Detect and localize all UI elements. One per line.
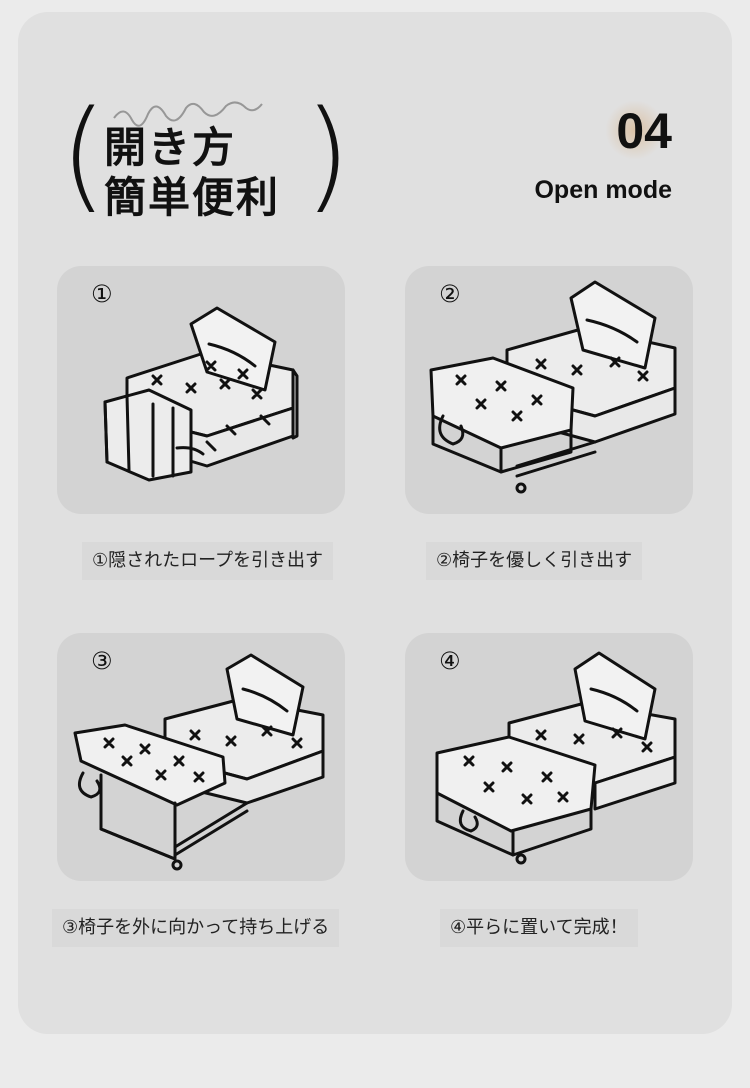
step-4-caption: ④平らに置いて完成！ xyxy=(440,909,638,947)
open-mode-subtitle: Open mode xyxy=(534,176,672,204)
right-parenthesis: ) xyxy=(304,86,351,225)
sofa-pulled-icon xyxy=(429,280,677,494)
step-1-number: ① xyxy=(91,280,113,308)
step-2-panel: ② xyxy=(405,266,693,514)
step-1-panel: ① xyxy=(57,266,345,514)
step-2-number: ② xyxy=(439,280,461,308)
sofa-bed-flat-icon xyxy=(435,651,677,865)
left-parenthesis: ( xyxy=(60,86,107,225)
sofa-lifting-icon xyxy=(73,653,325,871)
step-section-number: 04 xyxy=(616,103,672,159)
sofa-closed-icon xyxy=(103,306,299,482)
number-glow xyxy=(605,100,665,160)
step-2-caption: ②椅子を優しく引き出す xyxy=(426,542,643,580)
step-3-number: ③ xyxy=(91,647,113,675)
step-3-caption: ③椅子を外に向かって持ち上げる xyxy=(52,909,340,947)
step-4-panel: ④ xyxy=(405,633,693,881)
title-line-1: 開き方 xyxy=(104,123,237,172)
step-1-caption: ①隠されたロープを引き出す xyxy=(82,542,334,580)
step-3-panel: ③ xyxy=(57,633,345,881)
step-4-number: ④ xyxy=(439,647,461,675)
title-line-2: 簡単便利 xyxy=(104,173,281,222)
scribble-decoration xyxy=(113,101,263,127)
